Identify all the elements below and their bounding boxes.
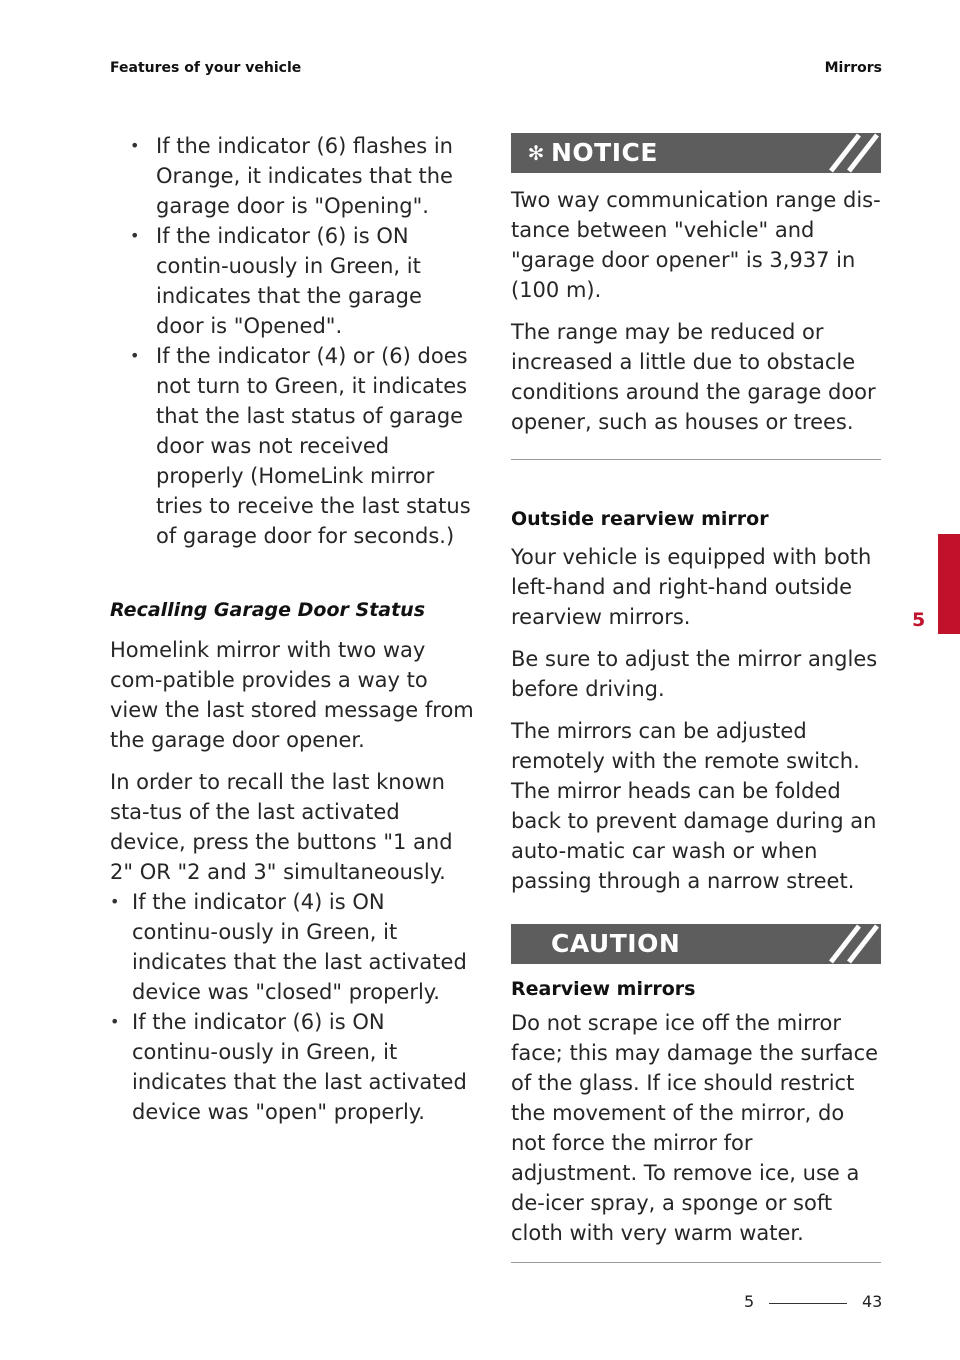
indicator-status-list: If the indicator (6) flashes in Orange, … (110, 131, 475, 551)
footer-divider (769, 1303, 847, 1304)
list-item: If the indicator (6) flashes in Orange, … (110, 131, 475, 221)
paragraph: Be sure to adjust the mirror angles befo… (511, 647, 878, 701)
divider (511, 459, 881, 460)
page-number: 43 (862, 1292, 883, 1311)
list-item: If the indicator (6) is ON continu-ously… (110, 1007, 475, 1127)
paragraph: Your vehicle is equipped with both left-… (511, 545, 872, 629)
caution-banner: CAUTION (511, 924, 881, 964)
notice-label: NOTICE (551, 138, 658, 167)
paragraph: Homelink mirror with two way com-patible… (110, 638, 474, 752)
footer-chapter-number: 5 (744, 1292, 755, 1311)
list-item: If the indicator (6) is ON contin-uously… (110, 221, 475, 341)
asterisk-icon: ✻ (527, 141, 545, 165)
left-column: If the indicator (6) flashes in Orange, … (110, 131, 475, 1127)
chapter-tab-number: 5 (912, 609, 926, 631)
caution-title: Rearview mirrors (511, 978, 696, 1000)
recall-status-list: If the indicator (4) is ON continu-ously… (110, 887, 475, 1127)
subheading-recalling-status: Recalling Garage Door Status (110, 599, 426, 621)
paragraph: In order to recall the last known sta-tu… (110, 770, 453, 884)
list-item: If the indicator (4) or (6) does not tur… (110, 341, 475, 551)
divider (511, 1262, 881, 1263)
notice-banner: ✻ NOTICE (511, 133, 881, 173)
right-column: ✻ NOTICE Two way communication range dis… (511, 133, 881, 1263)
paragraph: Do not scrape ice off the mirror face; t… (511, 1011, 879, 1245)
paragraph: Two way communication range dis-tance be… (511, 188, 881, 302)
paragraph: The mirrors can be adjusted remotely wit… (511, 719, 877, 893)
slash-stripes-icon (825, 133, 881, 173)
caution-label: CAUTION (551, 929, 681, 958)
section-title-outside-mirror: Outside rearview mirror (511, 508, 769, 530)
chapter-tab (938, 534, 960, 634)
running-header-section: Features of your vehicle (110, 60, 302, 76)
paragraph: The range may be reduced or increased a … (511, 320, 876, 434)
slash-stripes-icon (825, 924, 881, 964)
running-header-topic: Mirrors (824, 60, 882, 76)
list-item: If the indicator (4) is ON continu-ously… (110, 887, 475, 1007)
